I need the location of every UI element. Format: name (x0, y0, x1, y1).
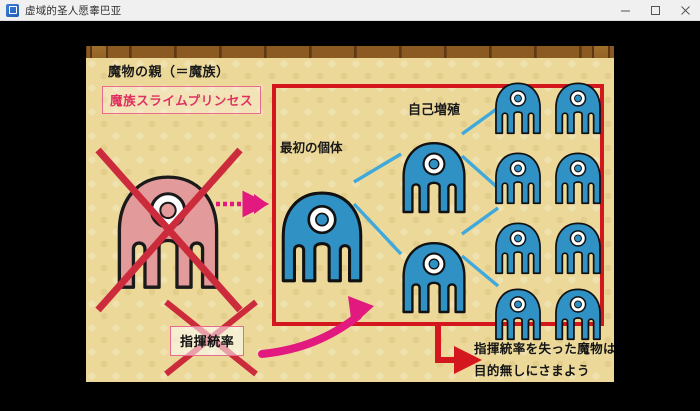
parent-heading-label: 魔物の親（＝魔族） (108, 65, 230, 80)
replication-box-frame (272, 84, 604, 326)
result-line-1: 指揮統率を失った魔物は (474, 341, 614, 356)
result-line-2: 目的無しにさまよう (474, 362, 590, 378)
parent-name-label: 魔族スライムプリンセス (102, 86, 262, 114)
minimize-icon (620, 10, 630, 12)
game-viewport[interactable]: 魔物の親（＝魔族） 魔族スライムプリンセス 最初の個体 自己増殖 指揮統率 指揮… (0, 21, 700, 411)
app-icon (6, 3, 19, 17)
self-replication-label: 自己増殖 (408, 103, 461, 118)
window-title: 虚域的圣人愿睾巴亚 (25, 4, 122, 17)
first-individual-label: 最初の個体 (280, 140, 343, 155)
parent-crossout-icon (95, 147, 243, 313)
parent-to-box-arrow (216, 190, 270, 218)
window-controls (610, 0, 700, 21)
diagram-overlay: 魔物の親（＝魔族） 魔族スライムプリンセス 最初の個体 自己増殖 指揮統率 指揮… (86, 58, 614, 382)
command-label: 指揮統率 (170, 326, 245, 356)
result-text: 指揮統率を失った魔物は 目的無しにさまよう (474, 338, 614, 382)
maximize-button[interactable] (640, 0, 670, 21)
parent-slime (117, 175, 219, 289)
minimize-button[interactable] (610, 0, 640, 21)
window-titlebar: 虚域的圣人愿睾巴亚 (0, 0, 700, 21)
maximize-icon (650, 6, 660, 15)
close-button[interactable] (670, 0, 700, 21)
close-icon (680, 6, 690, 15)
